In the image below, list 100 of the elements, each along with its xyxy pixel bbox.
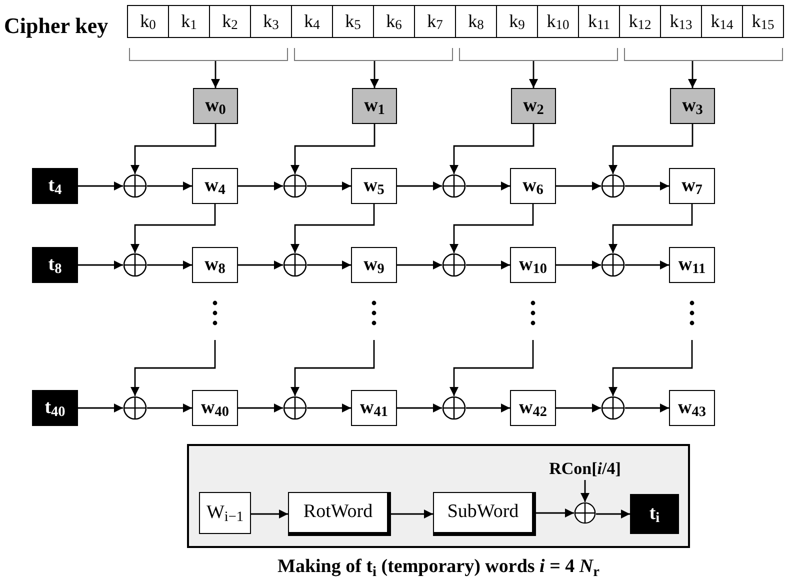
caption: Making of t$_{i}$ (temporary) words i = 4 N$_{r}$ bbox=[276, 555, 600, 582]
xor-circle bbox=[574, 502, 596, 524]
arrow bbox=[238, 404, 283, 412]
key-byte-cell: k$_{15}$ bbox=[742, 5, 784, 38]
key-byte-cell: k$_{3}$ bbox=[250, 5, 292, 38]
arrow bbox=[78, 182, 123, 190]
arrow bbox=[608, 124, 694, 174]
key-label: Cipher key bbox=[4, 12, 108, 40]
key-byte-cell: k$_{4}$ bbox=[291, 5, 333, 38]
word-box: w$_{10}$ bbox=[510, 247, 556, 283]
bracket bbox=[459, 48, 618, 61]
word-box: w$_{4}$ bbox=[192, 168, 238, 204]
temp-word-box: t$_{4}$ bbox=[32, 168, 78, 204]
key-byte-cell: k$_{8}$ bbox=[455, 5, 497, 38]
key-byte-cell: k$_{12}$ bbox=[619, 5, 661, 38]
arrow bbox=[556, 260, 601, 270]
function-box: SubWord bbox=[433, 492, 536, 536]
arrow bbox=[307, 404, 351, 412]
arrow bbox=[688, 61, 697, 88]
arrow bbox=[78, 260, 123, 270]
arrow bbox=[147, 404, 192, 412]
arrow bbox=[450, 204, 534, 253]
arrow bbox=[130, 204, 216, 253]
panel-background bbox=[187, 444, 690, 548]
arrow bbox=[290, 124, 376, 174]
bracket bbox=[294, 48, 453, 61]
arrow bbox=[625, 404, 669, 412]
word-box: w$_{43}$ bbox=[669, 390, 715, 426]
arrow bbox=[397, 260, 442, 270]
xor-circle bbox=[283, 396, 307, 420]
xor-circle bbox=[442, 253, 466, 277]
key-word-box: w$_{2}$ bbox=[511, 88, 556, 124]
key-word-box: w$_{0}$ bbox=[193, 88, 238, 124]
arrow bbox=[78, 404, 123, 412]
arrow bbox=[290, 340, 375, 396]
temp-word-box: t$_{8}$ bbox=[32, 247, 78, 283]
xor-circle bbox=[442, 396, 466, 420]
key-word-box: w$_{1}$ bbox=[352, 88, 397, 124]
arrow bbox=[556, 404, 601, 412]
arrow bbox=[466, 182, 510, 190]
arrow bbox=[391, 510, 433, 518]
word-box: w$_{6}$ bbox=[510, 168, 556, 204]
word-box: w$_{8}$ bbox=[192, 247, 238, 283]
arrow bbox=[397, 404, 442, 412]
arrow bbox=[370, 61, 379, 88]
arrow bbox=[625, 182, 669, 190]
key-byte-cell: k$_{10}$ bbox=[537, 5, 579, 38]
xor-circle bbox=[442, 174, 466, 198]
arrow bbox=[608, 204, 693, 253]
arrow bbox=[238, 182, 283, 190]
arrow bbox=[147, 260, 192, 270]
arrow bbox=[147, 182, 192, 190]
word-box: w$_{11}$ bbox=[669, 247, 715, 283]
arrow bbox=[130, 124, 216, 174]
arrow bbox=[307, 182, 351, 190]
arrow bbox=[130, 340, 216, 396]
key-byte-cell: k$_{11}$ bbox=[578, 5, 620, 38]
arrow bbox=[536, 508, 574, 518]
arrow bbox=[466, 260, 510, 270]
arrow bbox=[596, 510, 630, 518]
arrow bbox=[466, 404, 510, 412]
arrow bbox=[307, 260, 351, 270]
key-byte-cell: k$_{7}$ bbox=[414, 5, 456, 38]
arrow bbox=[625, 260, 669, 270]
arrow bbox=[251, 510, 288, 518]
key-byte-cell: k$_{2}$ bbox=[209, 5, 251, 38]
word-box: w$_{41}$ bbox=[351, 390, 397, 426]
arrow bbox=[290, 204, 375, 253]
xor-circle bbox=[123, 174, 147, 198]
key-word-box: w$_{3}$ bbox=[670, 88, 715, 124]
arrow bbox=[556, 182, 601, 190]
bracket bbox=[624, 48, 783, 61]
arrow bbox=[529, 61, 538, 88]
arrow bbox=[211, 61, 220, 88]
constant-label: RCon[i/4] bbox=[538, 458, 632, 480]
xor-circle bbox=[123, 396, 147, 420]
key-byte-cell: k$_{14}$ bbox=[701, 5, 743, 38]
word-box: w$_{42}$ bbox=[510, 390, 556, 426]
xor-circle bbox=[601, 253, 625, 277]
arrow bbox=[450, 340, 534, 396]
arrow bbox=[608, 340, 693, 396]
xor-circle bbox=[283, 253, 307, 277]
xor-circle bbox=[601, 396, 625, 420]
temp-word-box: t$_{40}$ bbox=[32, 390, 78, 426]
word-box: w$_{7}$ bbox=[669, 168, 715, 204]
word-box: w$_{9}$ bbox=[351, 247, 397, 283]
word-box: w$_{40}$ bbox=[192, 390, 238, 426]
word-box: W$_{i−1}$ bbox=[199, 492, 251, 534]
word-box: w$_{5}$ bbox=[351, 168, 397, 204]
arrow bbox=[238, 260, 283, 270]
key-byte-cell: k$_{1}$ bbox=[168, 5, 210, 38]
arrow bbox=[580, 480, 590, 502]
function-box: RotWord bbox=[288, 492, 391, 536]
xor-circle bbox=[601, 174, 625, 198]
key-byte-cell: k$_{5}$ bbox=[332, 5, 374, 38]
xor-circle bbox=[123, 253, 147, 277]
key-byte-cell: k$_{6}$ bbox=[373, 5, 415, 38]
bracket bbox=[129, 48, 288, 61]
xor-circle bbox=[283, 174, 307, 198]
arrow bbox=[450, 124, 534, 174]
